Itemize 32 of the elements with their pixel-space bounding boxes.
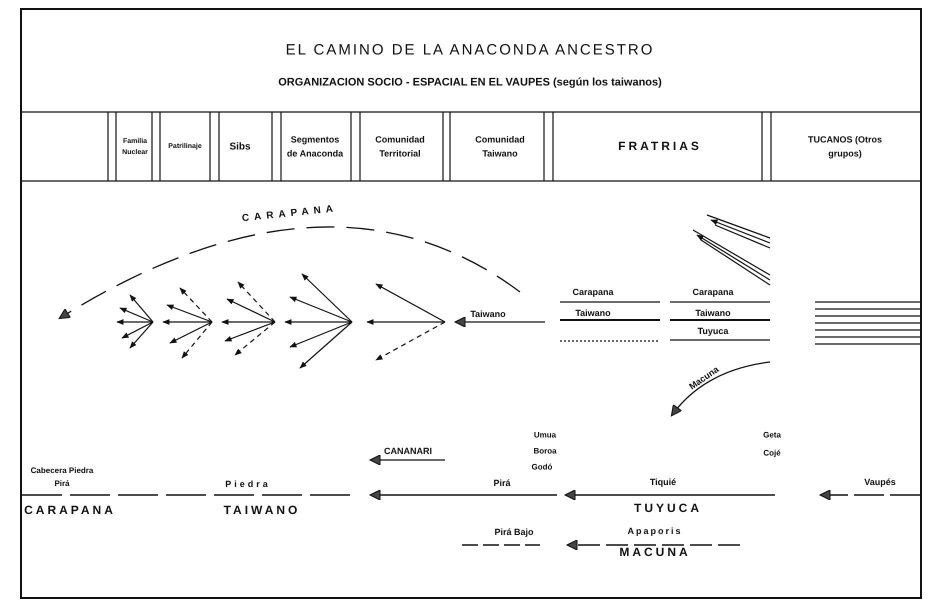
column-header: Segmentos de Anaconda <box>286 134 344 161</box>
place-label: Geta <box>763 430 781 440</box>
group-label: TAIWANO <box>224 504 300 518</box>
group-label: MACUNA <box>619 546 691 560</box>
group-label: CARAPANA <box>24 504 116 518</box>
column-header: Sibs <box>229 141 251 153</box>
group-label: Taiwano <box>470 308 506 320</box>
group-label: CARAPANA <box>241 203 339 225</box>
place-label: Cabecera Piedra Pirá <box>30 465 94 490</box>
river-label: Apaporis <box>628 526 682 536</box>
group-label: TUYUCA <box>634 502 702 516</box>
place-label: Boroa <box>533 446 557 456</box>
group-label: Carapana <box>572 286 614 298</box>
title: EL CAMINO DE LA ANACONDA ANCESTRO <box>286 41 654 59</box>
river-label: CANANARI <box>384 446 432 456</box>
river-label: Pirá <box>494 478 510 488</box>
place-label: Godó <box>532 462 552 472</box>
place-label: Umua <box>534 430 556 440</box>
group-label: Taiwano <box>695 308 731 318</box>
place-label: Cojé <box>763 448 781 458</box>
column-header: TUCANOS (Otros grupos) <box>807 134 883 161</box>
river-label: Pirá Bajo <box>494 526 534 538</box>
river-label: Vaupés <box>864 476 896 488</box>
column-header: Comunidad Territorial <box>374 134 426 161</box>
subtitle: ORGANIZACION SOCIO - ESPACIAL EN EL VAUPES (según los taiwanos) <box>278 76 662 90</box>
group-label: Taiwano <box>575 308 611 318</box>
river-label: Piedra <box>225 478 271 490</box>
column-header: FRATRIAS <box>618 140 702 154</box>
group-label: Tuyuca <box>698 326 728 336</box>
river-label: Tiquié <box>650 476 676 488</box>
group-label: Carapana <box>692 286 734 298</box>
column-header: Comunidad Taiwano <box>474 134 526 161</box>
